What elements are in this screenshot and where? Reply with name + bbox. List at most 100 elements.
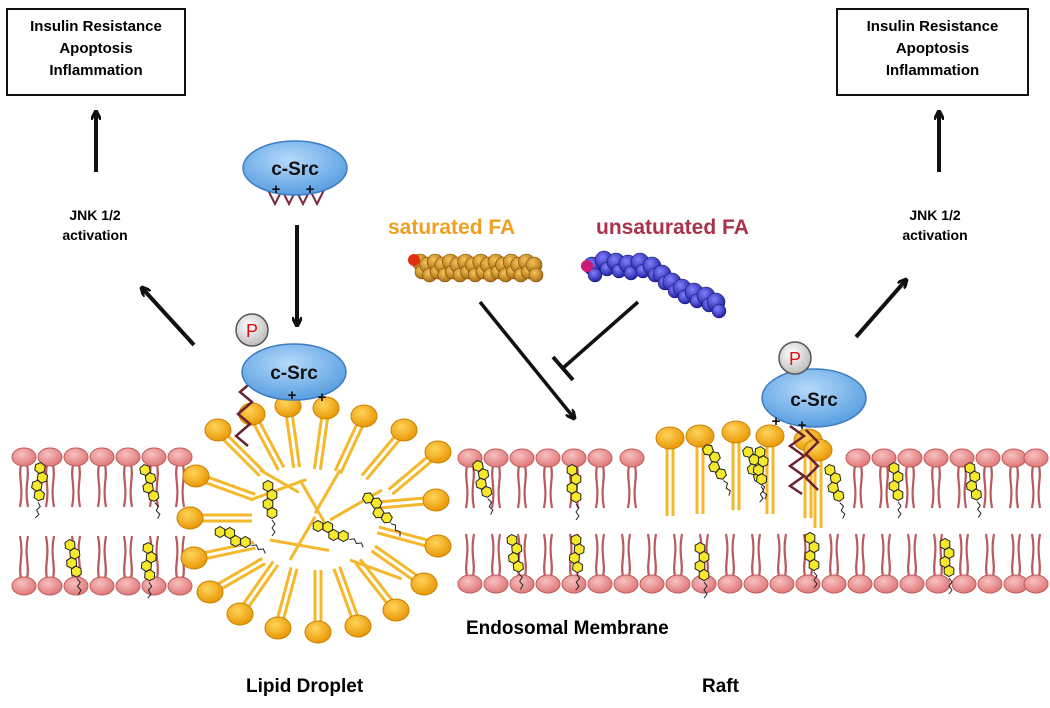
left-outcome-1: Insulin Resistance bbox=[30, 18, 162, 35]
phospholipid bbox=[1001, 448, 1027, 509]
right-outcome-1: Insulin Resistance bbox=[866, 18, 999, 35]
lipid-droplet-label: Lipid Droplet bbox=[246, 676, 364, 697]
phospholipid bbox=[1023, 448, 1049, 509]
right-jnk-label: JNK 1/2 activation bbox=[865, 205, 1005, 245]
top-csrc-plus-left: + bbox=[272, 181, 281, 198]
unsaturated-fa-head-atom bbox=[581, 260, 593, 272]
cholesterol bbox=[312, 519, 364, 548]
droplet-tail bbox=[288, 515, 317, 561]
droplet-lipid bbox=[360, 418, 418, 481]
droplet-lipid bbox=[226, 560, 280, 626]
phospholipid bbox=[535, 533, 561, 594]
droplet-lipid bbox=[182, 464, 256, 502]
raft-phospho-label: P bbox=[789, 349, 801, 369]
right-outcome-box: Insulin Resistance Apoptosis Inflammatio… bbox=[836, 8, 1029, 96]
unsaturated-fa-inhibition bbox=[551, 300, 640, 382]
raft-lipid bbox=[655, 426, 685, 516]
phospholipid bbox=[743, 533, 769, 594]
cholesterol bbox=[568, 533, 585, 591]
cholesterol bbox=[140, 541, 157, 599]
endosomal-membrane-label: Endosomal Membrane bbox=[466, 618, 669, 639]
phospholipid bbox=[717, 533, 743, 594]
cholesterol bbox=[752, 445, 769, 503]
cholesterol bbox=[64, 538, 82, 595]
cholesterol bbox=[361, 492, 401, 537]
right-diag-arrow bbox=[854, 280, 906, 339]
saturated-fa-atom bbox=[528, 267, 544, 283]
phospholipid bbox=[89, 535, 115, 596]
raft-domain bbox=[655, 420, 833, 528]
unsaturated-fa-atom bbox=[587, 267, 603, 283]
cholesterol bbox=[472, 460, 494, 515]
raft-csrc-label: c-Src bbox=[790, 390, 838, 411]
raft-lipid bbox=[755, 424, 785, 514]
phospholipid bbox=[535, 448, 561, 509]
droplet-lipid bbox=[354, 558, 410, 622]
droplet-lipid bbox=[370, 544, 438, 596]
phospholipid bbox=[951, 533, 977, 594]
saturated-fa-arrow bbox=[478, 300, 574, 418]
left-outcome-2: Apoptosis bbox=[59, 40, 133, 57]
phospholipid bbox=[873, 533, 899, 594]
phospholipid bbox=[457, 448, 483, 509]
phospholipid bbox=[619, 448, 645, 509]
raft-csrc: c-Src P bbox=[761, 341, 867, 496]
phospholipid bbox=[167, 447, 193, 508]
droplet-phospho-label: P bbox=[246, 321, 258, 341]
left-jnk-line1: JNK 1/2 bbox=[69, 207, 121, 223]
phospholipid bbox=[587, 448, 613, 509]
phospholipid bbox=[613, 533, 639, 594]
cholesterol bbox=[214, 525, 266, 554]
phospholipid bbox=[639, 533, 665, 594]
left-jnk-label: JNK 1/2 activation bbox=[25, 205, 165, 245]
unsaturated-fa-molecule bbox=[581, 250, 727, 319]
saturated-fa-molecule bbox=[408, 253, 544, 283]
raft-label: Raft bbox=[702, 676, 739, 697]
phospholipid bbox=[871, 448, 897, 509]
unsaturated-fa-label: unsaturated FA bbox=[596, 216, 749, 239]
unsaturated-fa-atom bbox=[711, 303, 727, 319]
cholesterol bbox=[262, 479, 278, 537]
phospholipid bbox=[509, 448, 535, 509]
phospholipid bbox=[821, 533, 847, 594]
cholesterol bbox=[566, 463, 582, 521]
left-diag-arrow bbox=[142, 288, 196, 347]
cholesterol bbox=[824, 464, 846, 519]
droplet-tail bbox=[329, 488, 383, 522]
cholesterol bbox=[804, 531, 820, 589]
droplet-phospho-icon bbox=[235, 313, 269, 347]
phospholipid bbox=[1023, 533, 1049, 594]
cholesterol bbox=[964, 461, 982, 518]
droplet-lipid bbox=[204, 418, 266, 478]
phospholipid bbox=[115, 535, 141, 596]
right-outcome-2: Apoptosis bbox=[895, 40, 970, 57]
droplet-lipid bbox=[196, 557, 266, 604]
saturated-fa-label: saturated FA bbox=[388, 216, 516, 239]
cholesterol bbox=[694, 541, 710, 599]
cholesterol bbox=[506, 533, 524, 590]
cholesterol-molecules bbox=[31, 444, 982, 599]
phospholipid bbox=[561, 448, 587, 509]
top-csrc-label: c-Src bbox=[271, 159, 319, 180]
phospholipid bbox=[115, 447, 141, 508]
phospholipid bbox=[63, 447, 89, 508]
top-csrc-plus-right: + bbox=[306, 181, 315, 198]
phospholipid bbox=[587, 533, 613, 594]
phospholipid bbox=[89, 447, 115, 508]
droplet-tail bbox=[249, 478, 307, 502]
left-outcome-3: Inflammation bbox=[49, 62, 143, 79]
droplet-csrc: c-Src P bbox=[234, 313, 347, 447]
phospholipid bbox=[457, 533, 483, 594]
droplet-lipid bbox=[387, 440, 452, 496]
csrc-plus-mark: + bbox=[318, 389, 327, 406]
phospholipid bbox=[899, 533, 925, 594]
raft-phospho-icon bbox=[778, 341, 812, 375]
saturated-fa-head-atom bbox=[408, 254, 420, 266]
droplet-tail bbox=[259, 468, 300, 494]
phospholipid bbox=[1003, 533, 1029, 594]
phospholipid bbox=[923, 448, 949, 509]
top-csrc: c-Src + + bbox=[242, 140, 348, 207]
phospholipid bbox=[483, 533, 509, 594]
cholesterol bbox=[139, 464, 161, 519]
